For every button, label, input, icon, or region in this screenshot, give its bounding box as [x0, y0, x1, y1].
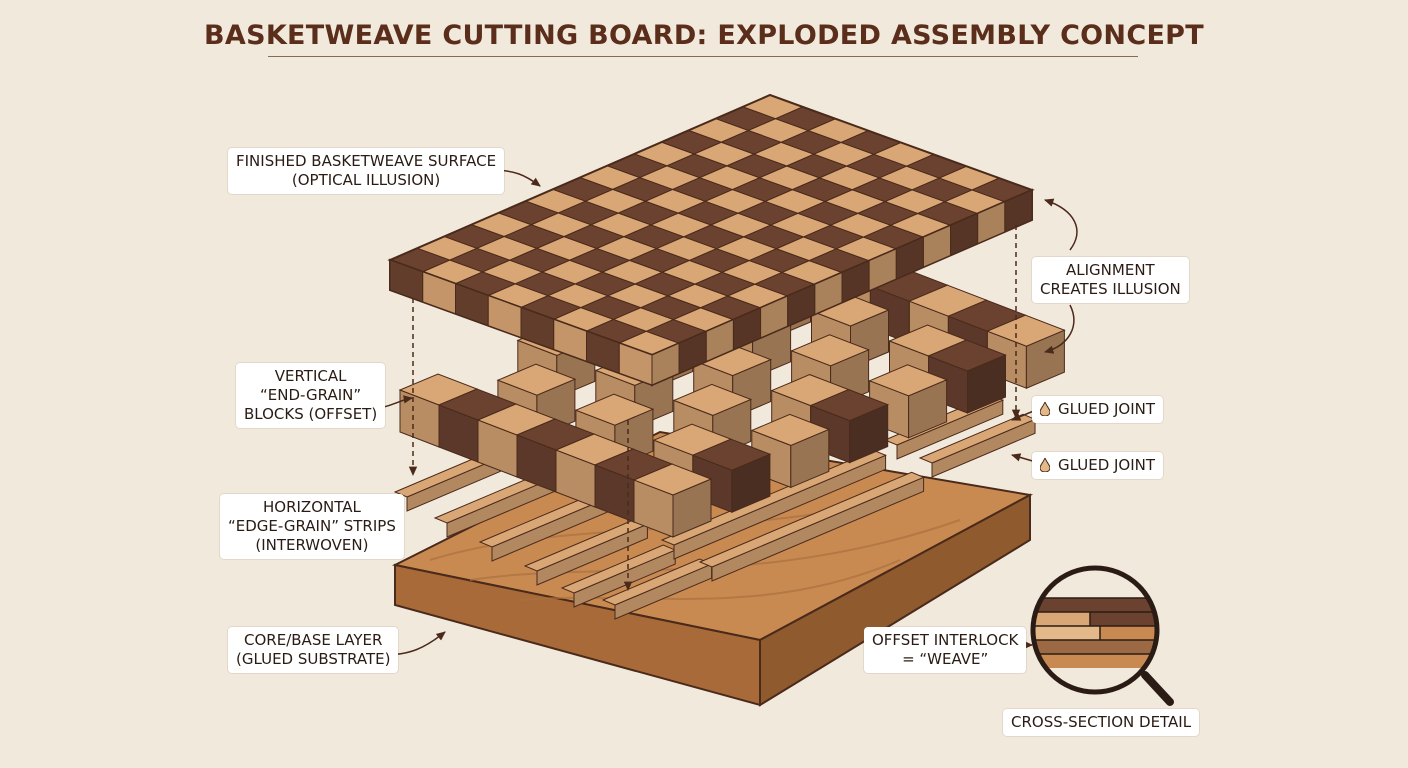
label-line: OFFSET INTERLOCK [872, 631, 1019, 649]
label-cross-section: CROSS-SECTION DETAIL [1003, 709, 1200, 736]
end-grain-block-top [672, 383, 753, 416]
label-line: BLOCKS (OFFSET) [244, 405, 378, 423]
label-line: ALIGNMENT [1066, 261, 1155, 279]
label-line: CREATES ILLUSION [1040, 280, 1181, 298]
end-grain-block-top [574, 393, 655, 426]
magnifier-icon [1141, 671, 1174, 706]
glue-drop-icon [1040, 458, 1050, 472]
label-line: (INTERWOVEN) [255, 536, 369, 554]
label-horizontal-strips: HORIZONTAL “EDGE-GRAIN” STRIPS (INTERWOV… [220, 494, 404, 559]
end-grain-block-top [927, 339, 1007, 372]
label-core-base: CORE/BASE LAYER (GLUED SUBSTRATE) [228, 627, 399, 673]
label-line: FINISHED BASKETWEAVE SURFACE [236, 152, 497, 170]
end-grain-block-top [790, 334, 870, 367]
label-line: VERTICAL [274, 367, 347, 385]
finished-surface [387, 93, 1035, 387]
end-grain-block-top [496, 363, 577, 396]
label-line: GLUED JOINT [1058, 400, 1156, 418]
label-line: CROSS-SECTION DETAIL [1011, 713, 1192, 731]
label-glued-joint-1: GLUED JOINT [1032, 396, 1164, 423]
label-line: “EDGE-GRAIN” STRIPS [228, 517, 396, 535]
label-line: = “WEAVE” [902, 650, 989, 668]
label-glued-joint-2: GLUED JOINT [1032, 452, 1164, 479]
label-line: CORE/BASE LAYER [244, 631, 383, 649]
label-line: GLUED JOINT [1058, 456, 1156, 474]
edge-grain-strip-top [698, 471, 925, 568]
glue-drop-icon [1040, 402, 1050, 416]
surface-edge-tile [1004, 189, 1033, 233]
end-grain-block-top [691, 438, 772, 471]
cross-section-detail [1030, 565, 1174, 706]
diagram-title: BASKETWEAVE CUTTING BOARD: EXPLODED ASSE… [204, 20, 1204, 51]
alignment-guides [408, 225, 1021, 592]
label-offset-interlock: OFFSET INTERLOCK = “WEAVE” [864, 627, 1027, 673]
label-line: (OPTICAL ILLUSION) [291, 171, 441, 189]
end-grain-block-top [868, 364, 948, 397]
end-grain-block-top [986, 314, 1066, 347]
label-line: (GLUED SUBSTRATE) [236, 650, 391, 668]
label-line: “END-GRAIN” [260, 386, 362, 404]
label-vertical-blocks: VERTICAL “END-GRAIN” BLOCKS (OFFSET) [236, 363, 386, 428]
label-alignment: ALIGNMENT CREATES ILLUSION [1032, 257, 1189, 303]
end-grain-block-top [750, 413, 831, 446]
title-underline [268, 56, 1138, 57]
end-grain-block-top [809, 389, 890, 422]
end-grain-block-top [632, 463, 713, 496]
label-line: HORIZONTAL [262, 498, 361, 516]
label-finished-surface: FINISHED BASKETWEAVE SURFACE (OPTICAL IL… [228, 148, 505, 194]
